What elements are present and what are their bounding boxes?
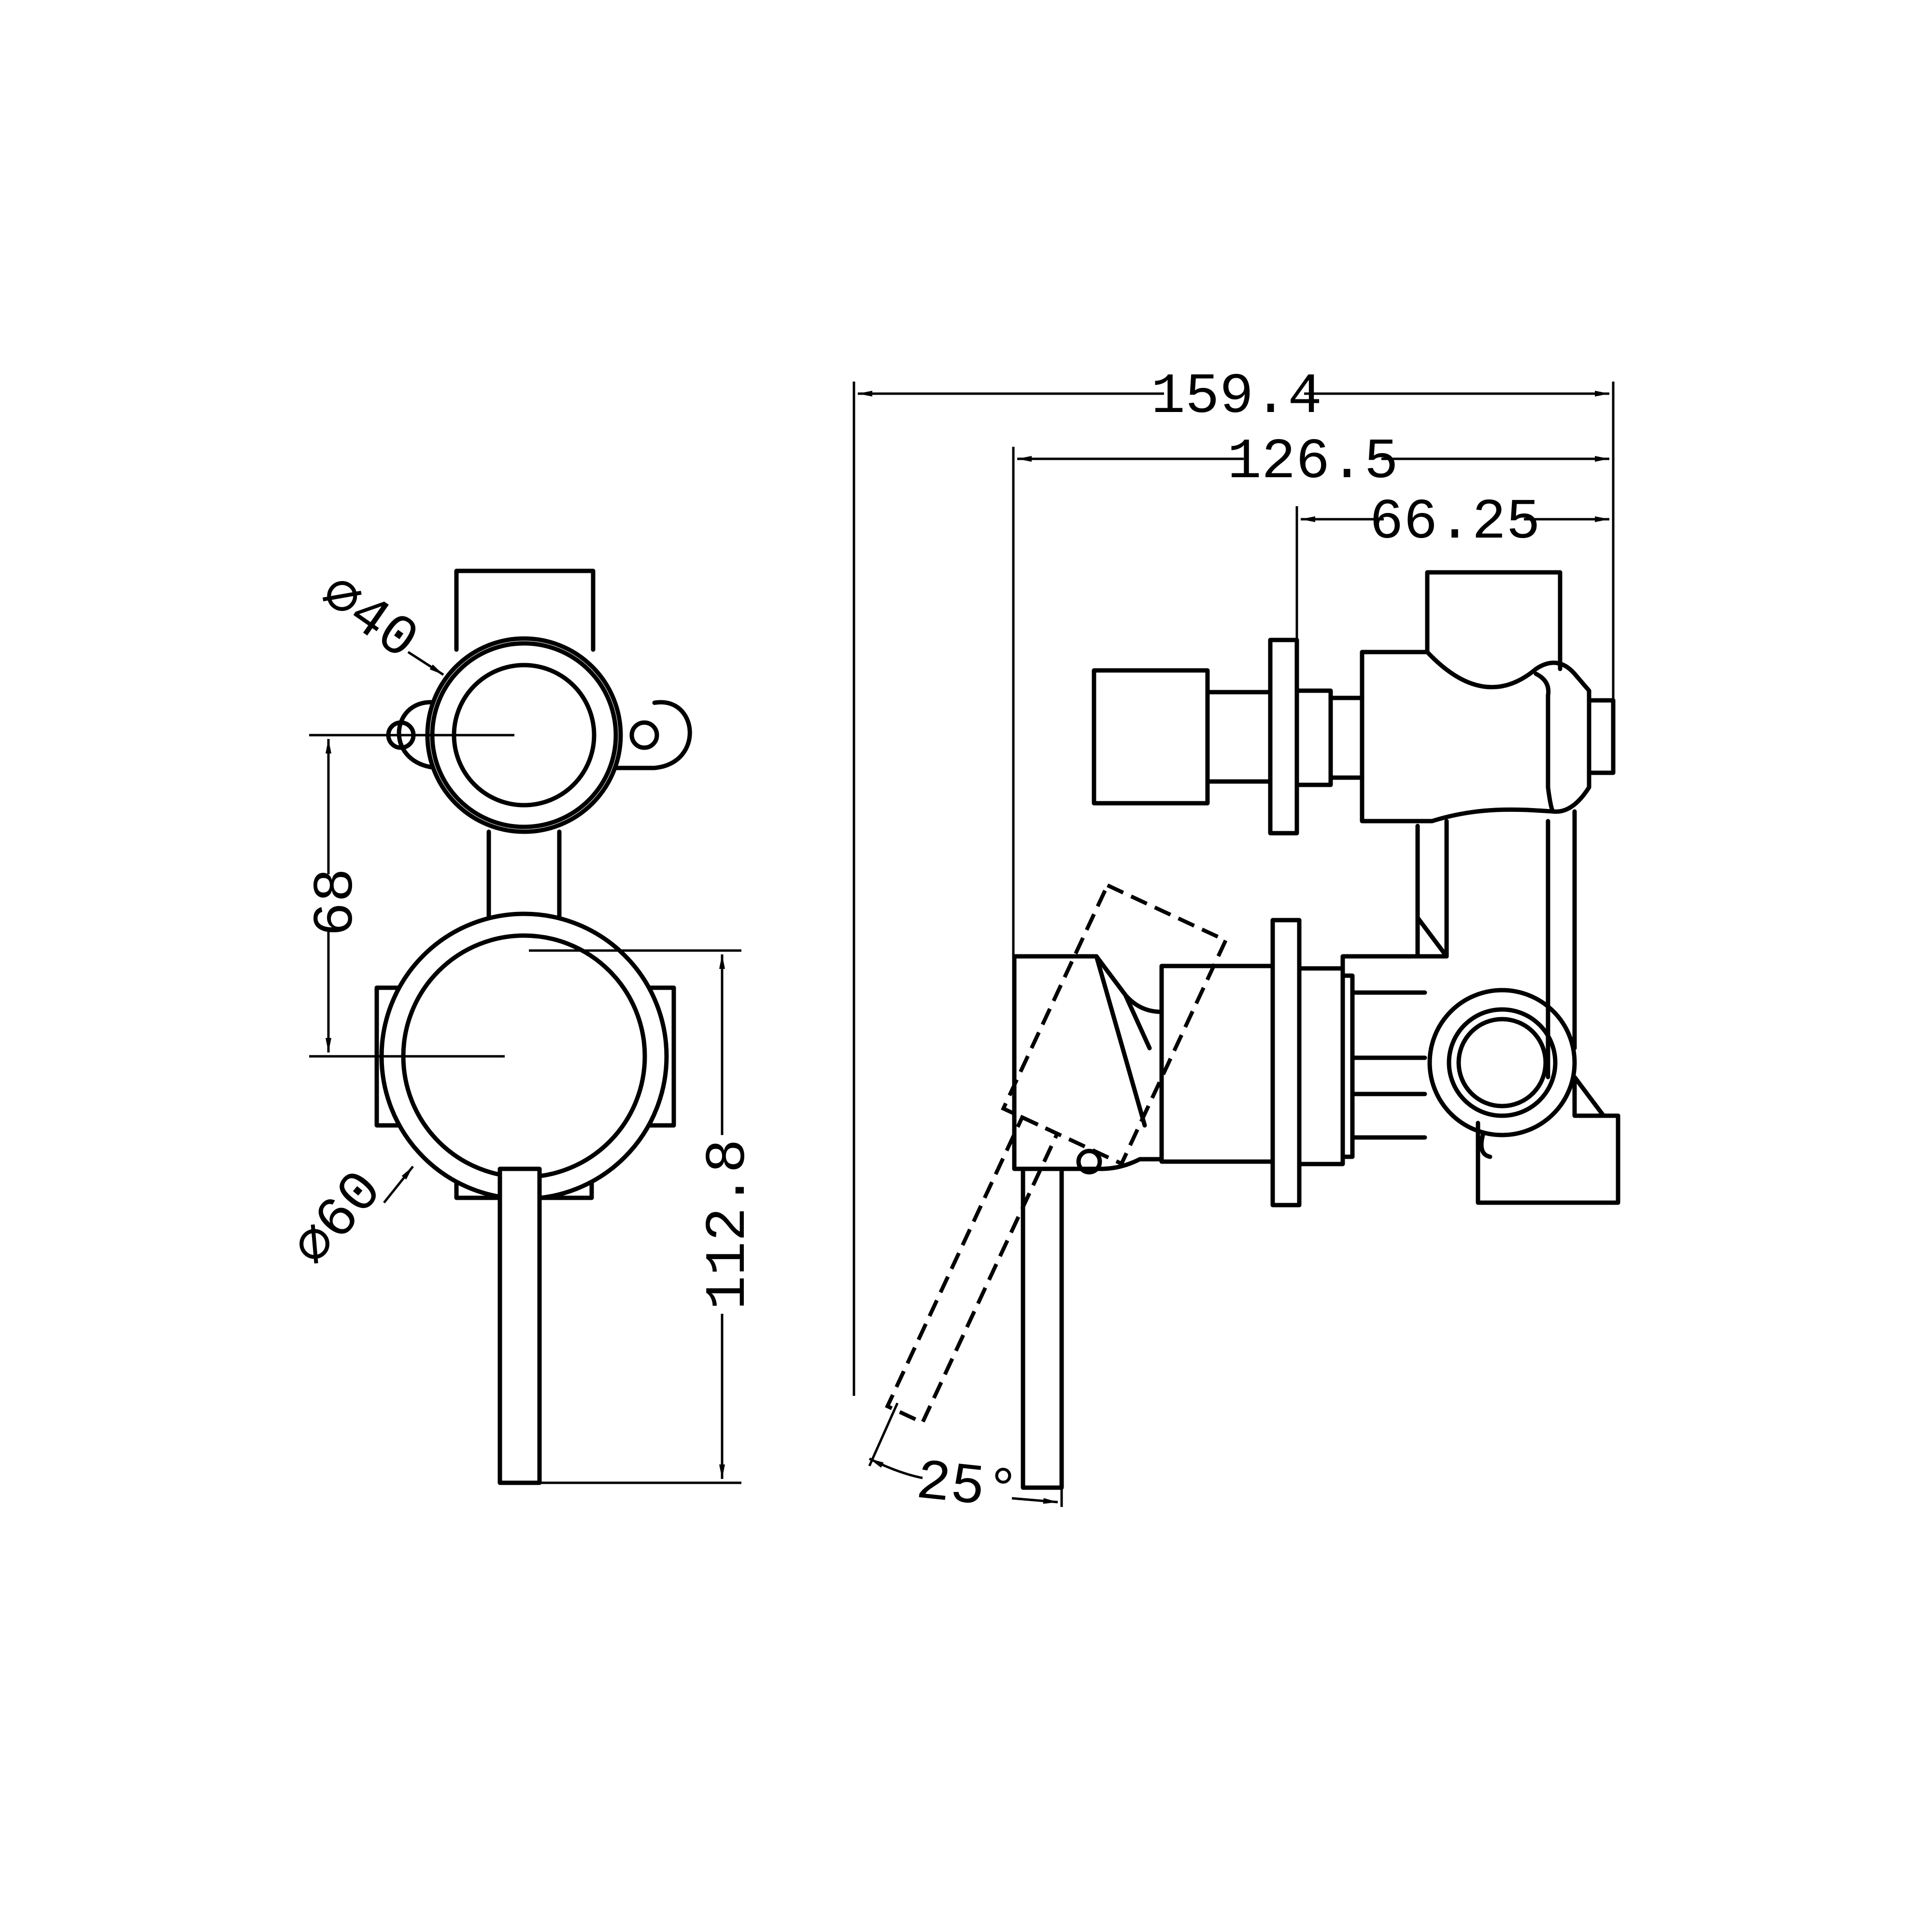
dim-diverter-depth-label: 66.25 (1369, 491, 1540, 555)
connecting-neck (486, 829, 562, 935)
lever-rotated-ghost (885, 882, 1228, 1425)
mixer-shaft-lines (1350, 990, 1427, 1140)
mixer-cartridge-cover (1159, 964, 1275, 1164)
front-view: 68 112.8 ⌀40 ⌀60 (281, 563, 761, 1485)
lever-hub (1012, 954, 1164, 1171)
mixer-collar (1297, 966, 1345, 1166)
diverter-end-cap (1587, 698, 1616, 775)
dim-diameter-60-leader (383, 1165, 414, 1204)
diverter-collar (1294, 688, 1333, 787)
dim-angle-extension-ghost (868, 1402, 899, 1467)
outlet-fitting-tab (1479, 1133, 1492, 1159)
right-screw-hole (629, 720, 659, 750)
diverter-body-shoulder (1534, 671, 1555, 814)
diverter-wall-plate (1268, 638, 1299, 836)
diverter-spindle (1205, 690, 1273, 784)
dim-body-depth-label: 126.5 (1227, 430, 1398, 495)
outlet-fitting-outer (1427, 988, 1577, 1137)
dim-diameter-40-leader (407, 651, 444, 676)
riser-pipe-bevel (1415, 915, 1449, 959)
diverter-top-port (1425, 570, 1563, 671)
dim-bottom-diameter-label: ⌀60 (281, 1160, 397, 1279)
dim-height-label: 112.8 (697, 1139, 761, 1310)
dim-angle-arc-left (868, 1457, 923, 1479)
top-stub (454, 568, 596, 652)
mixer-collar-edge (1340, 973, 1355, 1159)
outlet-fitting-middle (1447, 1007, 1558, 1118)
diverter-shaft (1328, 696, 1364, 780)
mixer-wall-plate (1270, 918, 1302, 1208)
lever-hub-facets (1094, 954, 1152, 1128)
dim-angle-arc-right (1011, 1497, 1058, 1504)
lever-hub-pivot (1076, 1149, 1102, 1175)
dim-lever-angle-label: 25° (913, 1450, 1022, 1524)
dim-overall-depth-label: 159.4 (1151, 365, 1322, 429)
side-lever-handle (1021, 1166, 1064, 1490)
lever-handle (497, 1166, 542, 1485)
right-side-lug (647, 985, 676, 1128)
diverter-body (1360, 650, 1591, 824)
side-view: 159.4 126.5 66.25 25° (852, 365, 1620, 1525)
lower-mounting-block (1476, 1075, 1620, 1205)
lower-block-step (1572, 1080, 1620, 1118)
outlet-fitting-inner (1456, 1017, 1548, 1108)
dim-top-diameter-label: ⌀40 (308, 563, 428, 674)
dim-centre-distance-label: 68 (305, 868, 369, 937)
diverter-knob-side (1092, 668, 1210, 806)
riser-joint (1340, 954, 1420, 971)
riser-pipe (1415, 819, 1449, 959)
